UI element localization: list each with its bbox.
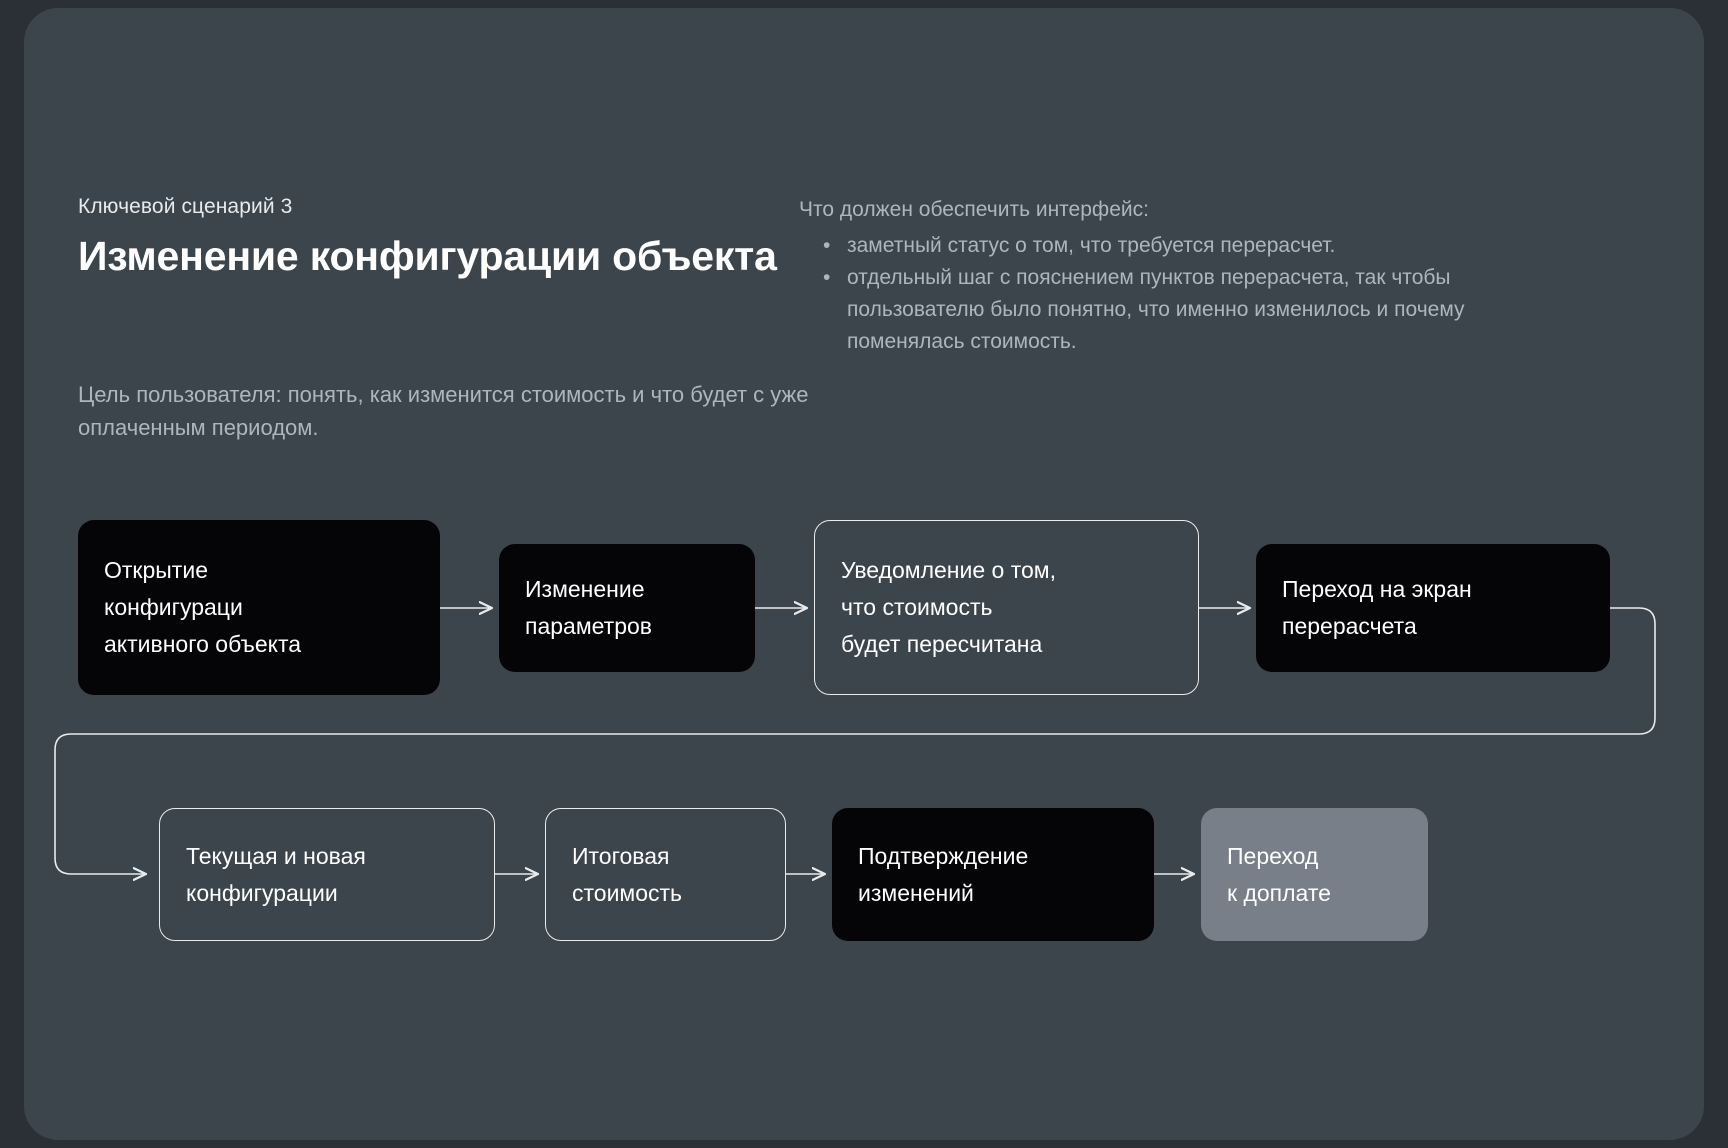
list-item: • отдельный шаг с пояснением пунктов пер… xyxy=(821,262,1539,358)
page-title: Изменение конфигурации объекта xyxy=(78,233,777,279)
flow-node-label: Текущая и новая конфигурации xyxy=(186,842,366,906)
header-left-column: Ключевой сценарий 3 Изменение конфигурац… xyxy=(78,194,838,282)
flow-node-recalculation-notice[interactable]: Уведомление о том, что стоимость будет п… xyxy=(814,520,1199,695)
bullet-icon: • xyxy=(823,266,831,289)
flow-node-label: Подтверждение изменений xyxy=(858,842,1029,906)
flow-node-go-to-surcharge[interactable]: Переход к доплате xyxy=(1201,808,1428,941)
requirements-intro: Что должен обеспечить интерфейс: xyxy=(799,198,1149,221)
slide-canvas: Ключевой сценарий 3 Изменение конфигурац… xyxy=(24,8,1704,1140)
flow-node-confirm-changes[interactable]: Подтверждение изменений xyxy=(832,808,1154,941)
scenario-eyebrow: Ключевой сценарий 3 xyxy=(78,195,293,218)
user-goal-text: Цель пользователя: понять, как изменится… xyxy=(78,382,809,440)
flow-diagram: Открытие конфигураци активного объекта И… xyxy=(24,8,1704,1140)
flow-node-current-and-new-configuration[interactable]: Текущая и новая конфигурации xyxy=(159,808,495,941)
flow-node-label: Переход на экран перерасчета xyxy=(1282,576,1472,639)
flow-node-label: Итоговая стоимость xyxy=(572,842,683,906)
flow-node-change-parameters[interactable]: Изменение параметров xyxy=(499,544,755,672)
header-right-column: Что должен обеспечить интерфейс: • замет… xyxy=(799,194,1539,358)
flow-node-label: Изменение параметров xyxy=(525,576,653,639)
list-item-label: отдельный шаг с пояснением пунктов перер… xyxy=(847,266,1465,353)
flow-node-go-to-recalculation-screen[interactable]: Переход на экран перерасчета xyxy=(1256,544,1610,672)
flow-node-label: Открытие конфигураци активного объекта xyxy=(104,557,302,657)
flow-node-open-configuration[interactable]: Открытие конфигураци активного объекта xyxy=(78,520,440,695)
slide-header: Ключевой сценарий 3 Изменение конфигурац… xyxy=(24,8,1704,440)
list-item: • заметный статус о том, что требуется п… xyxy=(821,230,1539,262)
list-item-label: заметный статус о том, что требуется пер… xyxy=(847,234,1336,257)
requirements-list: • заметный статус о том, что требуется п… xyxy=(799,230,1539,358)
flow-node-total-cost[interactable]: Итоговая стоимость xyxy=(545,808,786,941)
flow-node-label: Уведомление о том, что стоимость будет п… xyxy=(841,557,1056,657)
flow-node-label: Переход к доплате xyxy=(1227,842,1331,906)
bullet-icon: • xyxy=(823,234,831,257)
